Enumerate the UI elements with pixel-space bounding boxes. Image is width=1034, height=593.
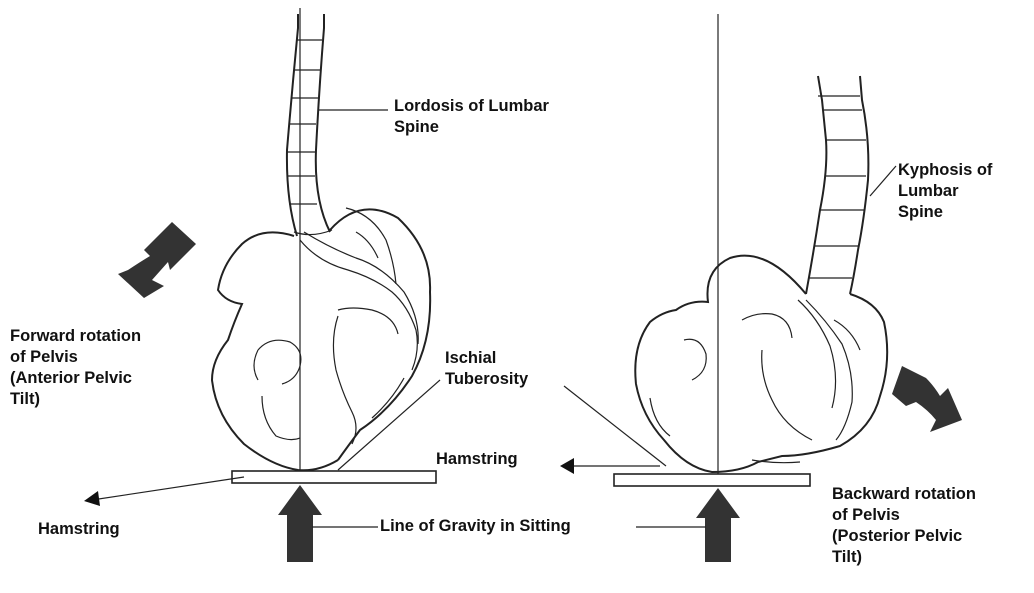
right-figure [560, 14, 962, 562]
gravity-label: Line of Gravity in Sitting [380, 516, 571, 537]
right-hamstring-arrow [560, 458, 660, 474]
forward-rotation-label: Forward rotation of Pelvis (Anterior Pel… [10, 326, 141, 410]
kyphosis-label: Kyphosis of Lumbar Spine [898, 160, 992, 223]
right-pelvis [635, 256, 887, 472]
kyphosis-leader [870, 166, 896, 196]
right-gravity-arrow [696, 488, 740, 562]
left-lumbar-spine [287, 14, 332, 236]
lordosis-label: Lordosis of Lumbar Spine [394, 96, 549, 138]
left-ischial-leader [338, 380, 440, 470]
left-gravity-arrow [278, 485, 322, 562]
left-figure [84, 8, 440, 562]
forward-rotation-arrow [118, 222, 196, 298]
right-seat [614, 474, 810, 486]
right-lumbar-spine [806, 76, 868, 294]
backward-rotation-arrow [892, 366, 962, 432]
right-ischial-leader [564, 386, 666, 466]
hamstring-label-center: Hamstring [436, 449, 518, 470]
left-pelvis [212, 208, 430, 470]
ischial-tuberosity-label: Ischial Tuberosity [445, 348, 528, 390]
left-seat [232, 471, 436, 483]
left-hamstring-arrow [84, 477, 244, 506]
backward-rotation-label: Backward rotation of Pelvis (Posterior P… [832, 484, 976, 568]
hamstring-label-left: Hamstring [38, 519, 120, 540]
